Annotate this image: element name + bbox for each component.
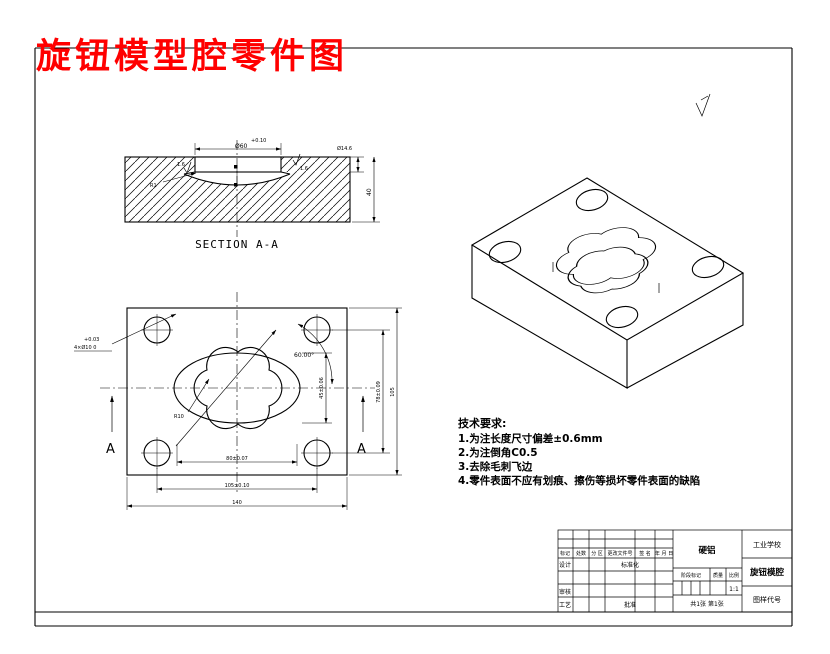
note-line: 2.为注倒角C0.5 — [458, 446, 538, 459]
svg-text:45±0.06: 45±0.06 — [319, 377, 325, 399]
col-mark: 标记 — [560, 550, 570, 557]
front-view: 60.00° +0.03 4×Ø10 0 R10 A A 45±0.06 — [74, 292, 402, 510]
surface-roughness-icon — [695, 93, 711, 117]
dim-overall-width: 140 — [126, 477, 348, 510]
holes-leader: +0.03 4×Ø10 0 — [74, 313, 177, 352]
dim-label-height: 40 — [366, 188, 373, 196]
col-sign: 签 名 — [639, 550, 651, 557]
section-letter-right: A — [357, 442, 366, 457]
iso-hole — [488, 240, 522, 264]
dim-cavity-height: 45±0.06 — [302, 352, 332, 424]
fillet-label: R10 — [174, 414, 184, 420]
svg-text:105: 105 — [390, 387, 396, 397]
svg-text:105±0.10: 105±0.10 — [225, 483, 250, 489]
part-name-cell: 旋钮模腔 — [749, 567, 785, 578]
dim-label-width: Ø60 — [235, 143, 248, 150]
sheet-info: 共1张 第1张 — [690, 600, 724, 608]
scale-value: 1:1 — [729, 586, 739, 593]
svg-text:1.6: 1.6 — [177, 162, 185, 168]
fillet-leader: R10 — [174, 378, 210, 420]
section-dim-width: +0.10 Ø60 — [194, 138, 282, 155]
notes-heading: 技术要求: — [458, 416, 506, 430]
holes-tol-label: +0.03 — [84, 337, 99, 343]
cavity-flower — [193, 346, 283, 430]
svg-text:78±0.09: 78±0.09 — [376, 381, 382, 403]
note-line: 3.去除毛刺飞边 — [458, 460, 533, 473]
section-dim-small: Ø14.6 — [337, 145, 364, 173]
dim-label-small: Ø14.6 — [337, 145, 352, 152]
section-arrow-right: A — [357, 395, 366, 457]
section-roughness-right: 1.6 — [292, 153, 308, 172]
iso-cavity-outer — [555, 227, 657, 285]
organization-cell: 工业学校 — [753, 540, 781, 549]
row-design: 设计 — [559, 561, 571, 569]
col-zone: 分 区 — [591, 550, 603, 557]
page-title: 旋钮模型腔零件图 — [36, 37, 348, 77]
section-dim-height: 40 — [352, 156, 380, 223]
dim-holes-x: 105±0.10 — [156, 468, 318, 493]
stage-mark-label: 阶段标记 — [681, 572, 701, 579]
scale-label: 比例 — [729, 572, 739, 579]
cavity-ellipse — [173, 352, 301, 424]
svg-text:R1: R1 — [150, 183, 157, 189]
sheet-frame — [34, 47, 793, 627]
isometric-view — [470, 177, 745, 389]
col-file: 更改文件号 — [607, 550, 632, 557]
title-block: 硬铝 工业学校 旋钮模腔 图样代号 标记 处数 分 区 更改文件号 签 名 年 … — [557, 529, 793, 613]
note-line: 4.零件表面不应有划痕、擦伤等损坏零件表面的缺陷 — [458, 474, 700, 487]
notes-block: 技术要求: 1.为注长度尺寸偏差±0.6mm 2.为注倒角C0.5 3.去除毛刺… — [458, 416, 700, 487]
section-letter-left: A — [106, 442, 115, 457]
section-view: +0.10 Ø60 Ø14.6 40 1.6 1.6 R1 — [124, 138, 380, 251]
iso-hole — [605, 305, 639, 329]
dim-label-width-tol: +0.10 — [251, 138, 266, 144]
section-label: SECTION A-A — [195, 238, 279, 251]
iso-hole — [575, 188, 609, 212]
weight-label: 质量 — [713, 572, 723, 579]
material-cell: 硬铝 — [698, 545, 715, 556]
svg-text:140: 140 — [232, 500, 242, 506]
svg-text:1.6: 1.6 — [300, 166, 308, 172]
dim-overall-height: 105 — [349, 307, 402, 476]
angle-arc — [297, 323, 334, 385]
iso-hole — [691, 255, 725, 279]
drawing-code-cell: 图样代号 — [753, 595, 781, 604]
section-roughness-left: 1.6 — [177, 161, 192, 174]
approve-cell: 批准 — [624, 601, 636, 609]
iso-cavity-boss — [567, 246, 649, 294]
angle-diagonal — [175, 329, 277, 447]
row-process: 工艺 — [559, 601, 571, 609]
section-arrow-left: A — [106, 395, 115, 457]
angle-label: 60.00° — [294, 352, 314, 359]
col-date: 年 月 日 — [655, 550, 673, 557]
dim-cavity-width: 80±0.07 — [176, 444, 298, 466]
holes-label: 4×Ø10 0 — [74, 344, 96, 351]
col-count: 处数 — [576, 550, 586, 557]
note-line: 1.为注长度尺寸偏差±0.6mm — [458, 432, 603, 445]
standardization-cell: 标准化 — [621, 561, 639, 569]
svg-text:80±0.07: 80±0.07 — [226, 456, 248, 462]
dim-holes-y: 78±0.09 — [332, 329, 390, 454]
section-leader-radius: R1 — [150, 172, 197, 189]
row-check: 审核 — [559, 588, 571, 596]
